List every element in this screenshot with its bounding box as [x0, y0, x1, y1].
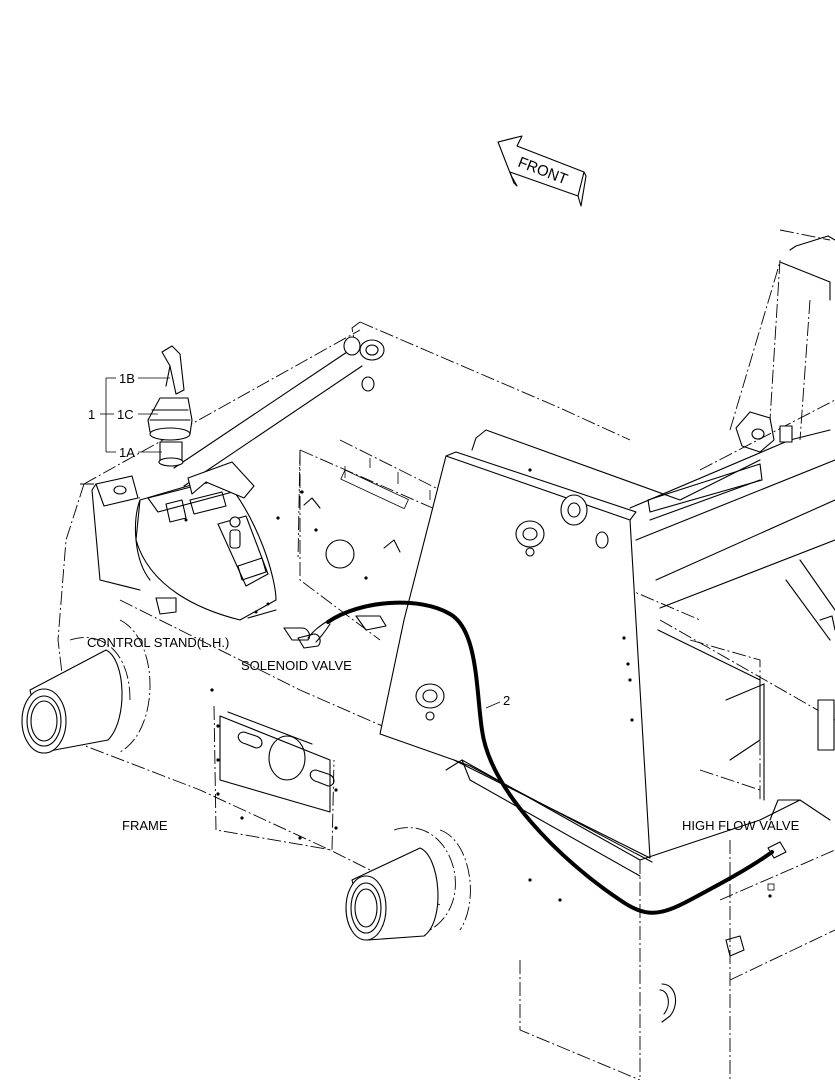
control-stand-label: CONTROL STAND(L.H.)	[87, 635, 229, 650]
hose-2: 2	[326, 600, 787, 915]
callout-item-1: 1 1B 1C 1A	[88, 371, 170, 460]
rear-cross-member	[471, 411, 835, 801]
callout-2-label: 2	[503, 693, 510, 708]
solenoid-valve-label: SOLENOID VALVE	[241, 658, 352, 673]
callout-1-label: 1	[88, 407, 95, 422]
callout-1c-label: 1C	[117, 407, 134, 422]
center-plate	[379, 451, 653, 863]
front-arrow-icon: FRONT	[497, 135, 587, 207]
left-wheel-hub	[21, 619, 151, 754]
frame-label: FRAME	[122, 818, 168, 833]
joystick-assembly	[147, 345, 193, 467]
right-wheel-hub	[345, 827, 471, 941]
high-flow-valve-label: HIGH FLOW VALVE	[682, 818, 800, 833]
upper-cross-tube	[173, 336, 385, 487]
callout-1b-label: 1B	[119, 371, 135, 386]
callout-1a-label: 1A	[119, 445, 135, 460]
rear-frame-lower	[445, 759, 831, 1023]
control-stand	[95, 461, 277, 621]
frame-side-window	[210, 688, 338, 851]
solenoid-valve-connector	[283, 615, 387, 649]
